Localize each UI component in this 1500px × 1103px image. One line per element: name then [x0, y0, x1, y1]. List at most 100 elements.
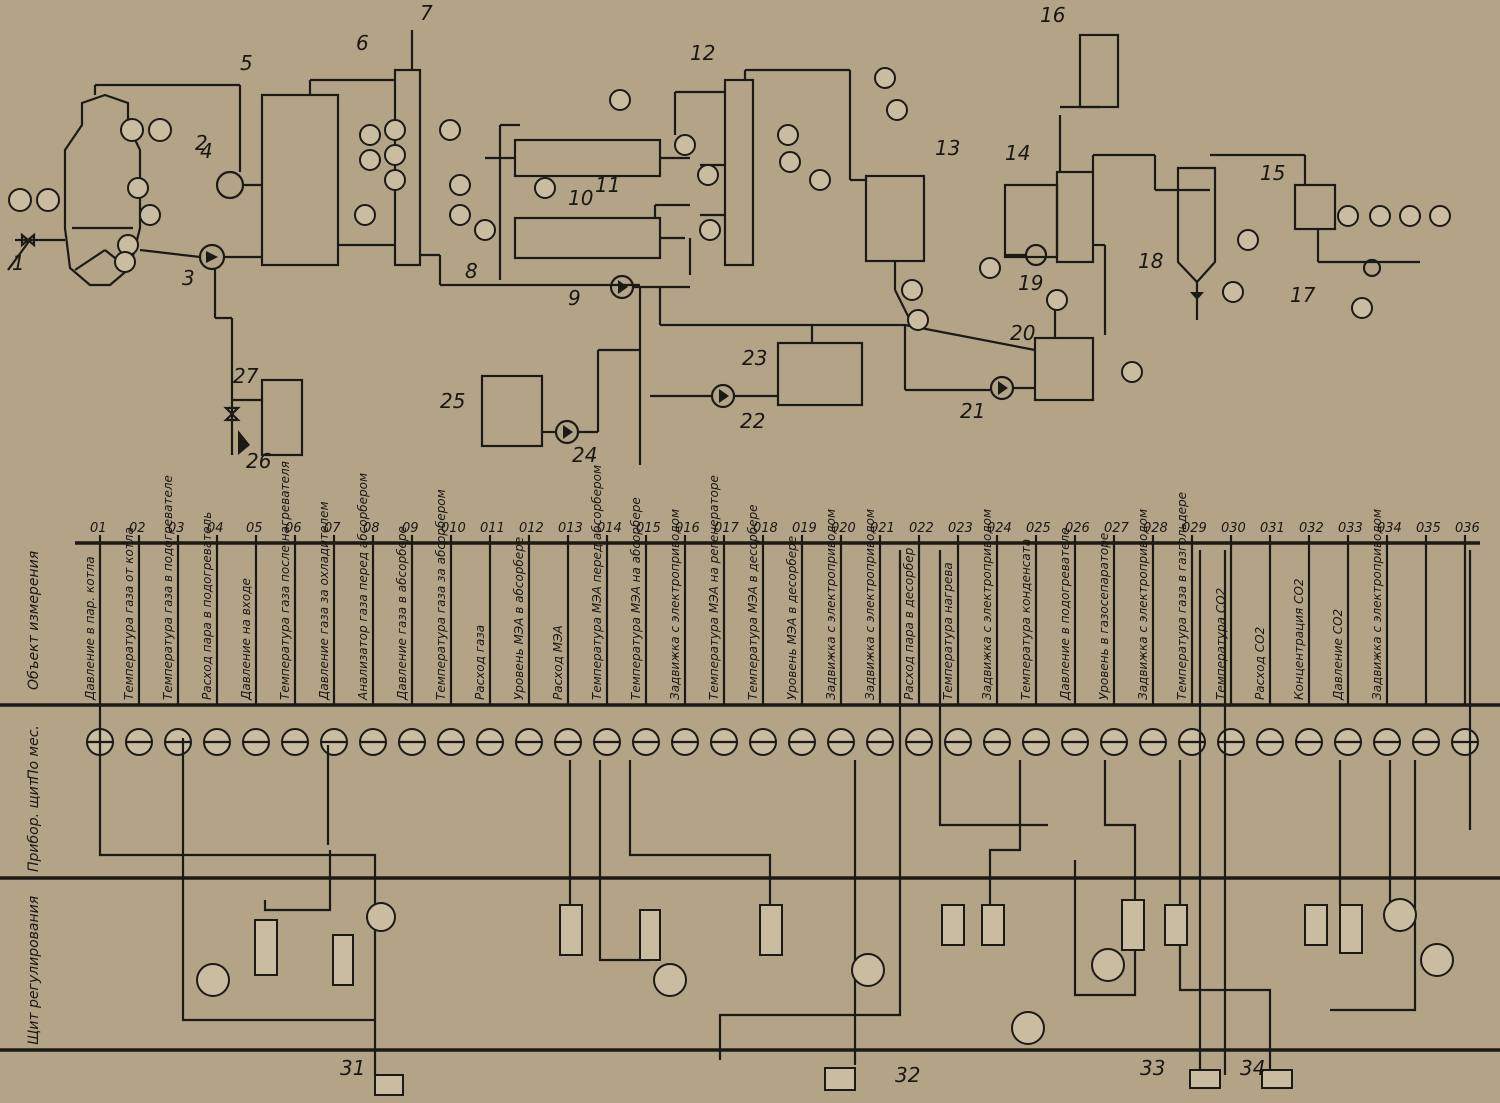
column-12: [723, 78, 755, 267]
position-number: 014: [597, 521, 622, 536]
position-number: 013: [558, 521, 583, 536]
svg-text:34: 34: [1240, 1056, 1265, 1080]
svg-text:7: 7: [420, 1, 433, 25]
svg-text:4: 4: [200, 139, 213, 163]
pump-19: [1024, 243, 1048, 267]
position-number: 023: [948, 521, 973, 536]
position-number: 030: [1221, 521, 1246, 536]
scrubber-5: [260, 93, 340, 267]
valve-17: [1362, 258, 1382, 278]
svg-text:14: 14: [1005, 141, 1030, 165]
position-number: 02: [129, 521, 146, 536]
svg-text:11: 11: [595, 173, 620, 197]
measured-quantity-label: Уровень МЭА в десорбере: [785, 536, 799, 700]
svg-text:20: 20: [1010, 321, 1035, 345]
measured-quantity-label: Температура МЭА в десорбере: [746, 504, 760, 700]
position-number: 05: [246, 521, 263, 536]
measured-quantity-label: Уровень в газосепараторе: [1097, 533, 1111, 700]
position-number: 031: [1260, 521, 1285, 536]
svg-text:33: 33: [1140, 1056, 1165, 1080]
vessel-13: [864, 174, 926, 263]
tank-25: [480, 374, 544, 448]
measured-quantity-label: Анализатор газа перед абсорбером: [356, 473, 370, 701]
position-number: 03: [168, 521, 185, 536]
measured-quantity-label: Температура МЭА на регенераторе: [707, 475, 721, 700]
svg-text:8: 8: [465, 259, 478, 283]
panel-devices: [196, 898, 1454, 1096]
instrumentation-table: Объект измерения По мес. Прибор. щит Щит…: [0, 461, 1500, 1096]
measured-quantity-label: Температура газа в подогревателе: [161, 475, 175, 700]
measured-quantity-label: Давление в пар. котла: [83, 556, 97, 701]
measured-quantity-label: Давление CO2: [1331, 609, 1345, 701]
position-number: 027: [1104, 521, 1130, 536]
position-number: 021: [870, 521, 895, 536]
position-number: 025: [1026, 521, 1051, 536]
position-number: 017: [714, 521, 740, 536]
equipment-labels: 1 2 3 4 5 6 7 8 9 10 11 12 13 14 15 16 1…: [12, 1, 1316, 473]
position-number: 01: [90, 521, 107, 536]
measured-quantity-label: Давление газа в абсорбере: [395, 526, 409, 701]
measured-quantity-label: Уровень МЭА в абсорбере: [512, 537, 526, 700]
signal-wiring: [98, 550, 1472, 1075]
measured-quantity-label: Температура газа после нагревателя: [278, 461, 292, 700]
measured-quantity-label: Концентрация CO2: [1292, 578, 1306, 700]
svg-text:23: 23: [742, 346, 767, 370]
heat-exchanger-10: [513, 216, 662, 260]
svg-text:12: 12: [690, 41, 715, 65]
position-number: 09: [402, 521, 419, 536]
position-number: 011: [480, 521, 505, 536]
measured-quantity-label: Задвижка с электроприводом: [824, 509, 838, 700]
separator-18: [1176, 166, 1217, 284]
position-number: 033: [1338, 521, 1363, 536]
heat-exchanger-11: [513, 138, 662, 178]
svg-text:2: 2: [195, 131, 208, 155]
measured-quantity-label: Расход пара в подогреватель: [200, 512, 214, 700]
measured-quantity-label: Задвижка с электроприводом: [980, 509, 994, 700]
position-number: 018: [753, 521, 778, 536]
svg-text:15: 15: [1260, 161, 1285, 185]
vessel-15: [1293, 183, 1337, 231]
position-number: 022: [909, 521, 934, 536]
position-number: 028: [1143, 521, 1168, 536]
section-local-label: По мес.: [26, 725, 42, 780]
position-number: 034: [1377, 521, 1402, 536]
position-number: 016: [675, 521, 700, 536]
position-number: 036: [1455, 521, 1480, 536]
svg-text:6: 6: [356, 31, 369, 55]
section-object-label: Объект измерения: [26, 551, 42, 690]
position-number: 035: [1416, 521, 1441, 536]
measured-quantity-label: Температура газа в газгольдере: [1175, 492, 1189, 700]
svg-text:16: 16: [1040, 3, 1065, 27]
position-number: 015: [636, 521, 661, 536]
svg-text:21: 21: [960, 399, 985, 423]
measured-quantity-label: Задвижка с электроприводом: [1370, 509, 1384, 700]
svg-text:13: 13: [935, 136, 960, 160]
tank-23: [776, 341, 864, 407]
svg-text:24: 24: [572, 443, 597, 467]
position-number: 08: [363, 521, 380, 536]
position-number: 07: [324, 521, 341, 536]
svg-text:26: 26: [246, 449, 271, 473]
position-number: 012: [519, 521, 544, 536]
measured-quantity-label: Расход CO2: [1253, 627, 1267, 700]
svg-text:9: 9: [568, 286, 581, 310]
measured-quantity-label: Расход пара в десорбер: [902, 547, 916, 700]
process-flow-scheme: 1 2 3 4 5 6 7 8 9 10 11 12 13 14 15 16 1…: [7, 1, 1451, 473]
measured-quantity-label: Температура нагрева: [941, 562, 955, 700]
position-number: 04: [207, 521, 224, 536]
svg-text:27: 27: [233, 364, 259, 388]
svg-text:10: 10: [568, 186, 593, 210]
measured-quantity-label: Задвижка с электроприводом: [863, 509, 877, 700]
measured-quantity-label: Температура конденсата: [1019, 539, 1033, 700]
svg-text:5: 5: [240, 51, 253, 75]
svg-text:22: 22: [740, 409, 765, 433]
measured-quantity-label: Давление в подогревателе: [1058, 527, 1072, 701]
fan-4: [215, 170, 245, 200]
position-number: 029: [1182, 521, 1207, 536]
measured-quantity-label: Расход МЭА: [551, 625, 565, 700]
measured-quantity-label: Температура МЭА на абсорбере: [629, 497, 643, 700]
svg-text:32: 32: [895, 1063, 920, 1087]
vessel-16: [1078, 33, 1120, 109]
measured-quantity-label: Температура МЭА перед абсорбером: [590, 465, 604, 700]
